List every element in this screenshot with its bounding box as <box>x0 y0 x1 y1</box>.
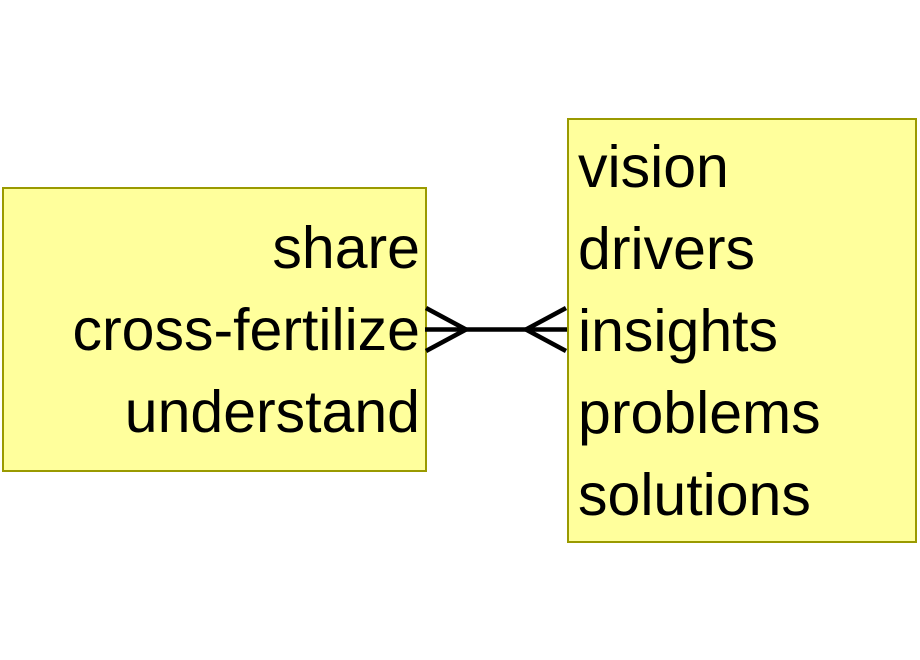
crows-foot-right-icon <box>524 305 568 354</box>
left-box-item: share <box>272 214 420 281</box>
right-box-item: problems <box>578 379 821 446</box>
crows-foot-left-icon <box>424 305 468 354</box>
right-box-item: solutions <box>578 461 811 528</box>
left-box-item: understand <box>124 378 420 445</box>
left-box-item: cross-fertilize <box>72 296 421 363</box>
left-entity-box: share cross-fertilize understand <box>2 187 427 472</box>
right-box-item: vision <box>578 133 729 200</box>
right-box-item: insights <box>578 297 779 364</box>
right-box-item: drivers <box>578 215 756 282</box>
right-entity-box: vision drivers insights problems solutio… <box>567 118 917 543</box>
